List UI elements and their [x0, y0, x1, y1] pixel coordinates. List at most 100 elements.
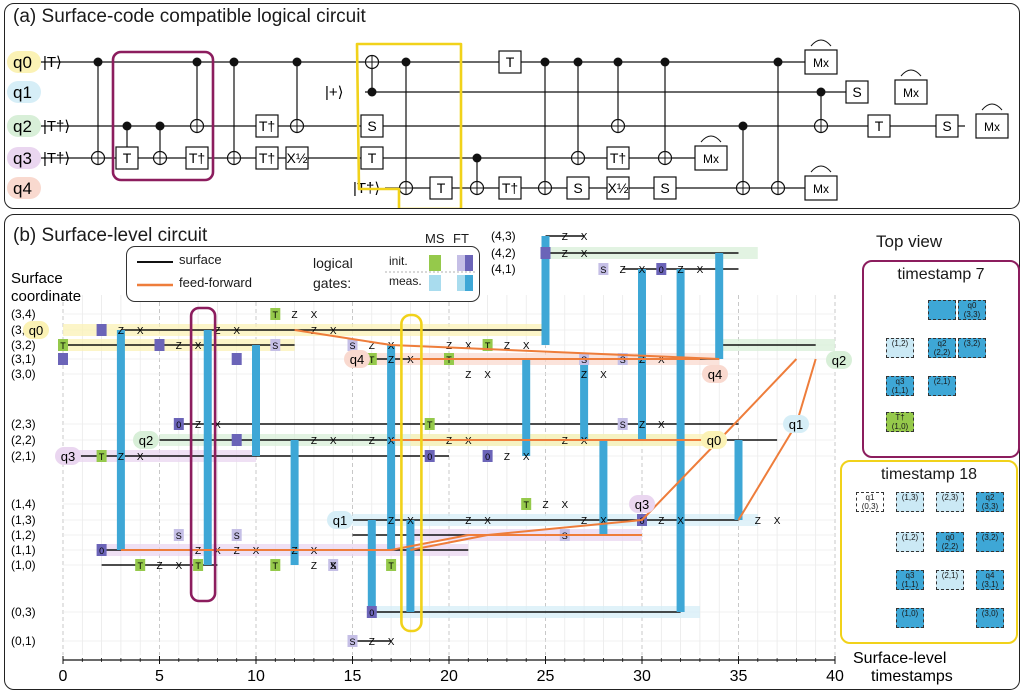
- control-dot: [229, 57, 239, 67]
- coordinate-label: (3,1): [11, 352, 36, 366]
- qubit-label-bg: [7, 81, 41, 103]
- measurement-box: [804, 175, 838, 201]
- gate-label: T†: [610, 150, 626, 166]
- gate-token: [96, 450, 107, 462]
- coordinate-label: (0,1): [11, 634, 36, 648]
- op-label: X: [465, 436, 472, 447]
- init-state: |T†⟩: [43, 118, 70, 135]
- qubit-label-bg: [7, 147, 41, 169]
- gate-token-label: S: [620, 420, 626, 430]
- legend-feed-forward: feed-forward: [179, 275, 252, 290]
- control-dot: [613, 57, 623, 67]
- qubit-tag: q1: [789, 417, 803, 432]
- panel-b-heading: (b) Surface-level circuit: [13, 225, 207, 247]
- op-label: X: [581, 232, 588, 243]
- gate-token-label: S: [272, 341, 278, 351]
- control-dot: [122, 121, 132, 131]
- timestamp-18-view: timestamp 18 q1 (0,3) (1,3) (2,3) q2 (3,…: [840, 460, 1018, 644]
- gate-token-label: T: [60, 341, 66, 351]
- gate-token: [656, 263, 667, 275]
- qubit-label-bg: [7, 115, 41, 137]
- coordinate-label: (4,3): [491, 229, 516, 243]
- merge-bar: [290, 440, 299, 565]
- gate-token-label: S: [349, 341, 355, 351]
- gate-token: [173, 418, 184, 430]
- gate-box: [285, 146, 309, 170]
- top-view-title: Top view: [876, 232, 943, 251]
- op-label: Z: [234, 546, 240, 557]
- gate-box: [867, 114, 891, 138]
- panel-a: (a) Surface-code compatible logical circ…: [4, 3, 1020, 209]
- control-dot: [573, 57, 583, 67]
- control-dot: [401, 57, 411, 67]
- control-dot: [816, 87, 826, 97]
- feed-forward-line: [391, 358, 798, 441]
- x-tick-label: 20: [440, 668, 458, 685]
- op-label: Z: [678, 265, 684, 276]
- op-label: Z: [292, 310, 298, 321]
- gate-label: T: [506, 54, 515, 70]
- x-tick-label: 5: [155, 668, 164, 685]
- timestamp-7-view: timestamp 7 q0 (3,3) (1,2) q2 (2,2) (3,2…: [862, 260, 1020, 458]
- qubit-label: q4: [13, 179, 32, 198]
- op-label: X: [330, 561, 337, 572]
- gate-label: T†: [259, 118, 275, 134]
- timestamp-18-title: timestamp 18: [880, 466, 978, 483]
- tile: q0 (2,2): [936, 532, 964, 552]
- legend-init: init.: [389, 254, 408, 268]
- gate-token-label: T: [427, 420, 433, 430]
- op-label: Z: [369, 341, 375, 352]
- op-label: Z: [658, 516, 664, 527]
- control-dot: [773, 57, 783, 67]
- gate-token: [154, 339, 165, 351]
- gate-label: S: [852, 84, 861, 100]
- tile: (1,0): [896, 608, 924, 628]
- op-label: Z: [311, 561, 317, 572]
- panel-a-label: (a): [13, 6, 37, 27]
- x-axis-title: Surface-level: [853, 650, 946, 667]
- op-label: X: [600, 370, 607, 381]
- tile: (2,1): [936, 570, 964, 590]
- merge-bar: [541, 236, 550, 345]
- coordinate-label: (1,4): [11, 497, 36, 511]
- coordinate-label: (3,4): [11, 307, 36, 321]
- op-label: X: [561, 500, 568, 511]
- op-label: X: [137, 452, 144, 463]
- op-label: Z: [176, 341, 182, 352]
- op-label: X: [330, 436, 337, 447]
- y-axis-title: coordinate: [11, 288, 81, 305]
- op-label: Z: [311, 326, 317, 337]
- gate-token: [347, 635, 358, 647]
- gate-token: [424, 450, 435, 462]
- op-label: X: [639, 265, 646, 276]
- gate-label: T: [437, 180, 446, 196]
- gate-label: T†: [189, 150, 205, 166]
- feed-forward-line: [120, 534, 642, 551]
- qubit-tag-bg: [701, 431, 727, 449]
- coordinate-label: (1,3): [11, 513, 36, 527]
- merge-bar: [599, 440, 608, 535]
- coordinate-label: (1,2): [11, 528, 36, 542]
- op-label: Z: [542, 500, 548, 511]
- gate-box: [498, 176, 522, 200]
- gate-token-label: 0: [659, 265, 664, 275]
- gate-box: [185, 146, 209, 170]
- op-label: Z: [388, 516, 394, 527]
- panel-a-heading: (a) Surface-code compatible logical circ…: [13, 6, 366, 28]
- op-label: Z: [755, 516, 761, 527]
- tile: q0 (3,3): [958, 300, 986, 320]
- qubit-tag: q2: [832, 353, 846, 368]
- y-axis-title: Surface: [11, 270, 63, 287]
- init-state: |T†⟩: [43, 150, 70, 167]
- gate-token: [366, 353, 377, 365]
- op-label: X: [137, 326, 144, 337]
- measurement-label: Mx: [903, 86, 919, 100]
- op-label: Z: [369, 637, 375, 648]
- qubit-tag: q3: [61, 449, 75, 464]
- op-label: Z: [292, 546, 298, 557]
- gate-token: [386, 559, 397, 571]
- panel-b-title: Surface-level circuit: [41, 225, 208, 246]
- op-label: X: [388, 637, 395, 648]
- tile: q3 (1,1): [886, 376, 914, 396]
- qubit-label: q2: [13, 117, 32, 136]
